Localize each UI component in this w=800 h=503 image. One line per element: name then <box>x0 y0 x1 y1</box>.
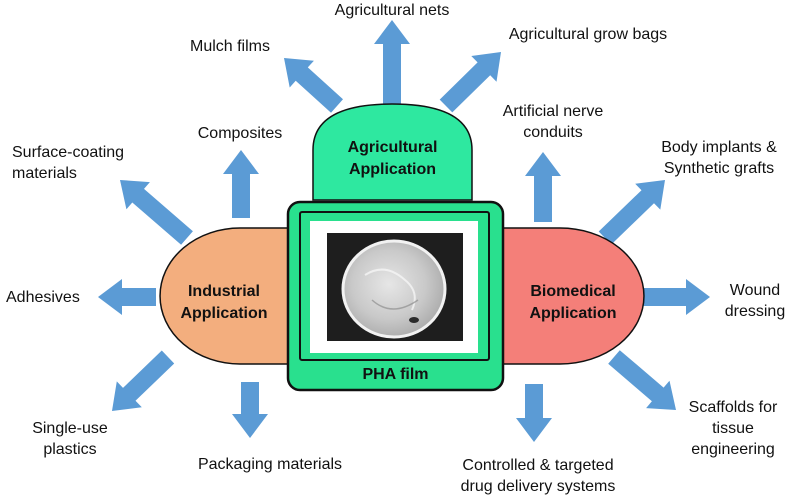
industrial-application-shape <box>159 227 289 365</box>
composites-text: Composites <box>197 125 283 142</box>
nerve-conduits-label: Artificial nerve conduits <box>488 101 618 143</box>
scaffolds-text-3: engineering <box>691 441 775 458</box>
pha-film-photo <box>327 233 463 341</box>
packaging-text: Packaging materials <box>197 456 343 473</box>
nerve-conduits-text-1: Artificial nerve <box>502 103 604 120</box>
industrial-application-label: Industrial Application <box>160 281 288 325</box>
single-use-text-1: Single-use <box>32 420 108 437</box>
pha-film-inner-frame <box>299 211 490 361</box>
biomedical-label-line-2: Application <box>529 305 617 322</box>
agricultural-nets-text: Agricultural nets <box>334 2 450 19</box>
agricultural-application-shape <box>312 103 473 201</box>
agricultural-nets-label: Agricultural nets <box>312 0 472 21</box>
grow-bags-label: Agricultural grow bags <box>478 24 698 45</box>
wound-text-2: dressing <box>724 303 786 320</box>
implants-text-2: Synthetic grafts <box>663 160 775 177</box>
arrow-grow-bags <box>439 52 501 113</box>
adhesives-text: Adhesives <box>6 289 80 306</box>
packaging-label: Packaging materials <box>170 454 370 475</box>
arrow-surface-coating <box>120 180 193 245</box>
industrial-label-line-1: Industrial <box>187 283 260 300</box>
arrow-single-use <box>112 350 175 411</box>
agricultural-application-label: Agricultural Application <box>313 137 472 181</box>
arrow-agricultural-nets <box>374 20 410 104</box>
arrow-mulch-films <box>284 58 343 113</box>
wound-dressing-label: Wound dressing <box>712 280 798 322</box>
drug-delivery-text-1: Controlled & targeted <box>462 457 614 474</box>
surface-coating-text-1: Surface-coating <box>12 144 125 161</box>
arrow-composites <box>223 150 259 218</box>
arrow-drug-delivery <box>516 384 552 442</box>
drug-delivery-label: Controlled & targeted drug delivery syst… <box>428 455 648 497</box>
arrow-adhesives <box>98 279 156 315</box>
agricultural-label-line-1: Agricultural <box>347 139 438 156</box>
implants-text-1: Body implants & <box>661 139 777 156</box>
composites-label: Composites <box>180 123 300 144</box>
arrow-packaging <box>232 382 268 438</box>
implants-label: Body implants & Synthetic grafts <box>640 137 798 179</box>
surface-coating-label: Surface-coating materials <box>12 142 162 184</box>
scaffolds-label: Scaffolds for tissue engineering <box>668 397 798 460</box>
single-use-text-2: plastics <box>43 441 97 458</box>
arrow-scaffolds <box>608 350 676 410</box>
biomedical-application-shape <box>502 227 645 365</box>
agricultural-label-line-2: Application <box>348 161 437 178</box>
arrow-nerve-conduits <box>525 152 561 222</box>
wound-text-1: Wound <box>729 282 781 299</box>
drug-delivery-text-2: drug delivery systems <box>460 478 616 495</box>
pha-film-label-text: PHA film <box>362 366 429 383</box>
biomedical-label-line-1: Biomedical <box>530 283 616 300</box>
nerve-conduits-text-2: conduits <box>523 124 583 141</box>
scaffolds-text-2: tissue <box>712 420 754 437</box>
arrow-implants <box>598 180 665 245</box>
adhesives-label: Adhesives <box>6 287 106 308</box>
mulch-films-text: Mulch films <box>189 38 270 55</box>
industrial-label-line-2: Application <box>180 305 268 322</box>
scaffolds-text-1: Scaffolds for <box>688 399 778 416</box>
pha-film-label: PHA film <box>288 364 503 386</box>
single-use-label: Single-use plastics <box>10 418 130 460</box>
surface-coating-text-2: materials <box>12 165 77 182</box>
mulch-films-label: Mulch films <box>170 36 290 57</box>
grow-bags-text: Agricultural grow bags <box>508 26 668 43</box>
arrows <box>98 20 710 442</box>
biomedical-application-label: Biomedical Application <box>503 281 643 325</box>
arrow-wound <box>640 279 710 315</box>
